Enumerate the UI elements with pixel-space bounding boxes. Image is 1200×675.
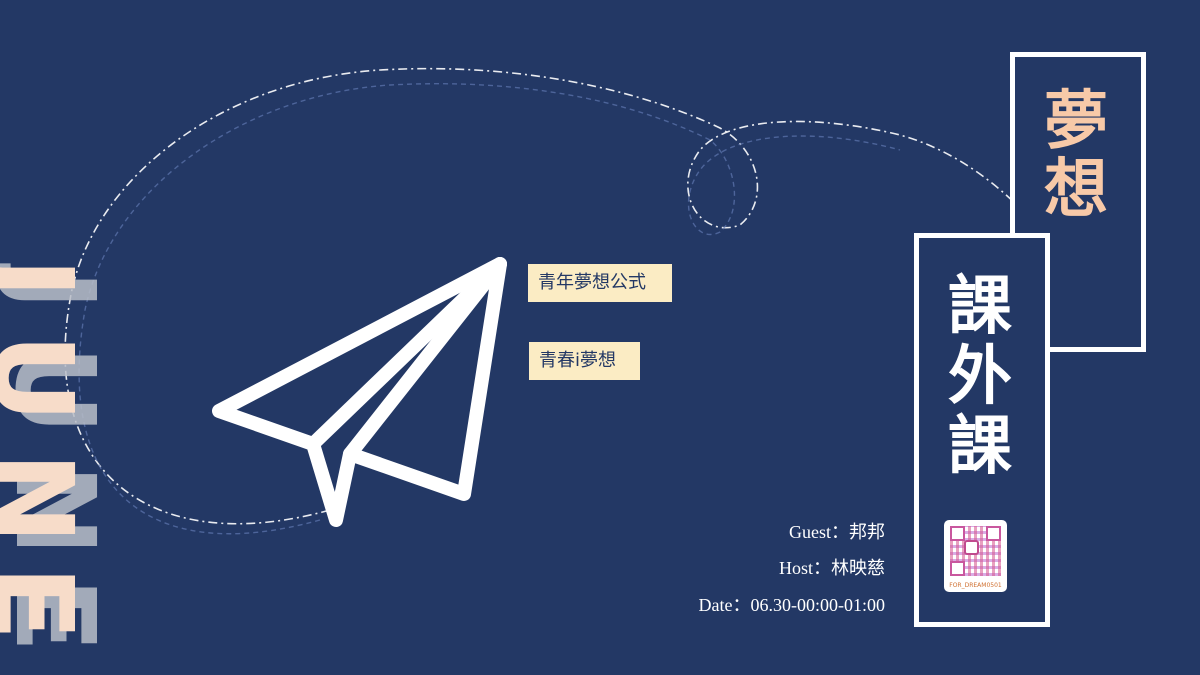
june-letter-e: E — [0, 543, 97, 663]
title-char: 課 — [948, 410, 1012, 484]
qr-code-icon[interactable]: FOR_DREAM0501 — [944, 520, 1007, 592]
qr-finder — [950, 526, 965, 541]
qr-label: FOR_DREAM0501 — [949, 582, 1002, 589]
title-char: 課 — [948, 270, 1012, 344]
title-char: 想 — [1044, 153, 1108, 227]
june-vertical-text: J J U U N N E E — [0, 240, 119, 663]
june-letter-n: N — [0, 438, 97, 558]
instagram-icon — [964, 540, 979, 555]
tag-youth-i-dream: 青春i夢想 — [529, 342, 640, 380]
qr-finder — [950, 561, 965, 576]
june-letter-u: U — [0, 318, 97, 438]
title-frame-bottom — [914, 233, 1050, 627]
tag-youth-dream-formula: 青年夢想公式 — [528, 264, 672, 302]
date-info: Date：06.30-00:00-01:00 — [698, 595, 885, 615]
host-info: Host：林映慈 — [778, 558, 885, 578]
title-char: 夢 — [1044, 85, 1108, 159]
title-extracurricular-class: 課 外 課 — [940, 272, 1020, 482]
guest-info: Guest：邦邦 — [789, 522, 885, 542]
qr-finder — [986, 526, 1001, 541]
title-char: 外 — [948, 340, 1012, 414]
title-dream: 夢 想 — [1036, 88, 1116, 224]
